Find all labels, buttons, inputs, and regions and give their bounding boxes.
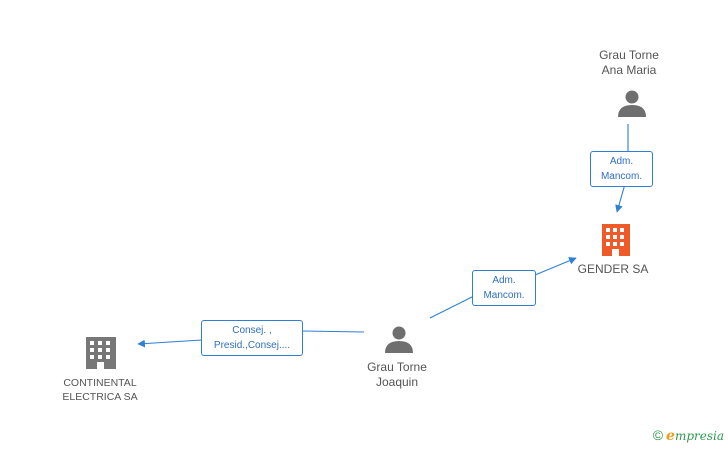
brand-logo-initial: e [666, 428, 675, 444]
person-ana-line2: Ana Maria [601, 63, 657, 77]
company-continental-line2: ELECTRICA SA [62, 391, 138, 403]
person-ana-line1: Grau Torne [599, 48, 659, 62]
edge-label-joaquin-continental-line1: Consej. , [232, 325, 272, 336]
edge-label-ana-gender-line1: Adm. [609, 156, 634, 167]
person-joaquin-label[interactable]: Grau Torne Joaquin [346, 360, 448, 390]
brand-logo-text: mpresia [674, 429, 724, 443]
edge-joaquin-to-continental [138, 330, 365, 344]
company-gender-icon[interactable] [602, 224, 630, 256]
copyright-notice: ©empresia [653, 427, 724, 444]
edge-label-joaquin-gender[interactable]: Adm. Mancom. [472, 270, 536, 306]
person-joaquin-line1: Grau Torne [367, 360, 427, 374]
edge-label-joaquin-gender-line1: Adm. [492, 275, 516, 286]
edge-label-joaquin-continental-line2: Presid.,Consej.... [213, 340, 291, 351]
edge-label-ana-gender-line2: Mancom. [600, 171, 643, 182]
edge-label-joaquin-gender-line2: Mancom. [483, 290, 525, 301]
person-ana-icon[interactable] [618, 90, 646, 118]
edge-joaquin-to-gender [429, 258, 576, 319]
copyright-symbol: © [652, 427, 664, 443]
company-continental-icon[interactable] [86, 337, 116, 369]
edge-label-ana-gender[interactable]: Adm. Mancom. [590, 151, 653, 187]
company-continental-label[interactable]: CONTINENTAL ELECTRICA SA [44, 376, 156, 404]
person-joaquin-icon[interactable] [385, 326, 413, 354]
company-gender-name: GENDER SA [577, 262, 649, 276]
edge-label-joaquin-continental[interactable]: Consej. , Presid.,Consej.... [201, 320, 303, 356]
person-joaquin-line2: Joaquin [375, 375, 419, 389]
company-gender-label[interactable]: GENDER SA [566, 262, 660, 277]
company-continental-line1: CONTINENTAL [63, 377, 137, 389]
edge-ana-to-gender [617, 124, 629, 212]
person-ana-label[interactable]: Grau Torne Ana Maria [578, 48, 680, 78]
